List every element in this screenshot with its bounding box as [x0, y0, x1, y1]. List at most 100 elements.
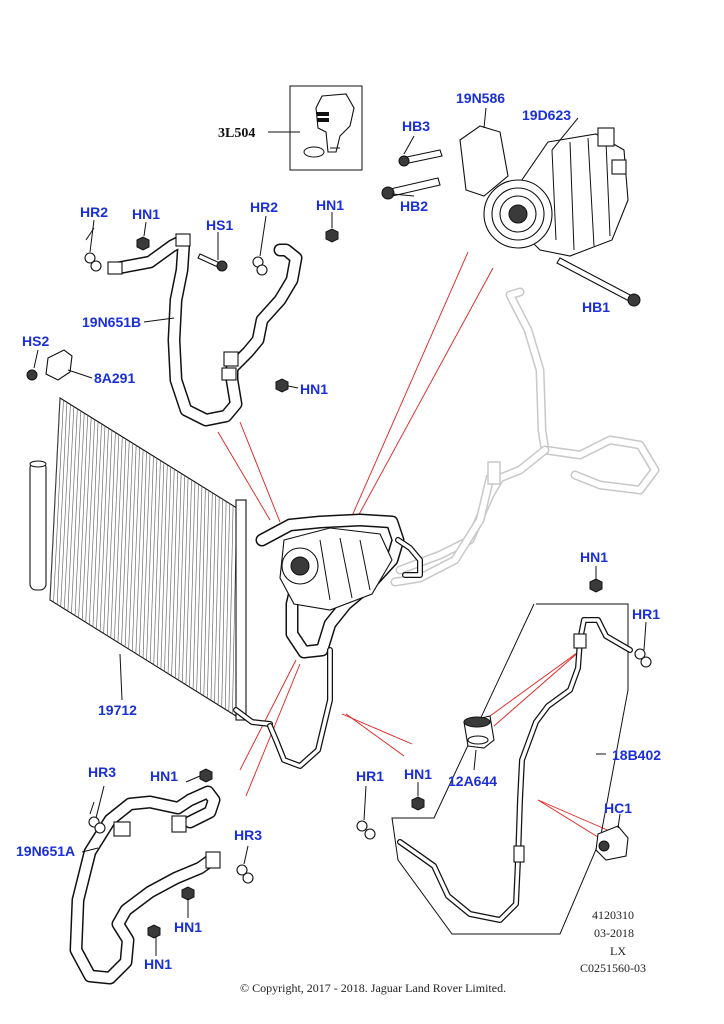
callout-HN1-bottom-a: HN1: [174, 919, 202, 935]
condenser-fin: [157, 462, 165, 667]
callout-HR3-right: HR3: [234, 827, 262, 843]
central-assembly: [255, 513, 423, 769]
connector-HC1: [595, 813, 629, 861]
condenser-fin: [71, 410, 82, 614]
illustration-metadata: 4120310 03-2018 LX C0251560-03 © Copyrig…: [240, 908, 646, 995]
condenser-fin: [167, 469, 175, 674]
callout-HR1-right: HR1: [632, 606, 660, 622]
condenser-fin: [124, 443, 133, 647]
condenser-fin: [121, 441, 130, 645]
condenser-fin: [131, 447, 140, 652]
callout-HS1: HS1: [206, 217, 233, 233]
condenser-fin: [67, 408, 78, 612]
condenser-fin: [60, 404, 71, 607]
illustration-code: 4120310: [592, 908, 634, 922]
condenser-fin: [224, 503, 230, 710]
callout-12A644: 12A644: [448, 773, 497, 789]
condenser-fin: [78, 415, 88, 618]
callout-19N651B: 19N651B: [82, 314, 141, 330]
hose-19N651B: [84, 212, 339, 427]
condenser-fin: [92, 423, 102, 627]
condenser-fin: [142, 453, 151, 659]
copyright-footer: © Copyright, 2017 - 2018. Jaguar Land Ro…: [240, 981, 506, 995]
condenser-fin: [53, 400, 64, 603]
callout-HB1: HB1: [582, 299, 610, 315]
condenser-fin: [135, 449, 144, 654]
condenser-fin: [178, 475, 185, 681]
condenser-fin: [103, 430, 113, 634]
red-leader-lines: [217, 251, 613, 843]
condenser-fin: [106, 432, 116, 636]
condenser-fin: [160, 464, 168, 670]
condenser-fin: [153, 460, 161, 665]
condenser-fin: [64, 406, 75, 609]
condenser-fin: [164, 466, 172, 672]
condenser-fin: [221, 501, 227, 708]
condenser-fin: [74, 413, 85, 616]
condenser-fin: [128, 445, 137, 650]
condenser-fin: [192, 484, 199, 690]
condenser-fins: [49, 397, 241, 717]
condenser-fin: [110, 434, 120, 638]
callout-HC1: HC1: [604, 800, 632, 816]
callout-HB3: HB3: [402, 118, 430, 134]
callout-3L504: 3L504: [218, 126, 255, 141]
condenser-fin: [81, 417, 92, 621]
callout-HN1-top-right: HN1: [316, 197, 344, 213]
condenser-fin: [117, 438, 127, 643]
condenser-19712: [29, 397, 273, 727]
condenser-fin: [203, 490, 210, 696]
condenser-fin: [56, 402, 68, 605]
callout-HR2-left: HR2: [80, 204, 108, 220]
condenser-fin: [185, 479, 192, 685]
condenser-fin: [210, 494, 217, 701]
callout-HN1-mid: HN1: [300, 381, 328, 397]
condenser-fin: [196, 486, 203, 692]
callout-HS2: HS2: [22, 333, 49, 349]
callout-HN1-lower: HN1: [404, 766, 432, 782]
callout-HR3-left: HR3: [88, 764, 116, 780]
illustration-ref: C0251560-03: [580, 961, 646, 975]
callout-HN1-top-left: HN1: [132, 206, 160, 222]
pressure-switch-12A644: [463, 715, 495, 771]
bracket-8A291: [26, 349, 93, 381]
condenser-fin: [214, 497, 220, 703]
condenser-fin: [182, 477, 189, 683]
callout-19D623: 19D623: [522, 107, 571, 123]
condenser-fin: [199, 488, 206, 694]
callout-labels: 3L504 19N586 19D623 HB3 HB2 HB1 HR2 HN1 …: [16, 90, 661, 972]
condenser-fin: [49, 397, 61, 601]
context-ghost-pipes: [390, 287, 660, 587]
condenser-fin: [207, 492, 213, 699]
condenser-fin: [146, 456, 154, 661]
callout-18B402: 18B402: [612, 747, 661, 763]
condenser-fin: [114, 436, 123, 641]
pipe-18B402: [356, 566, 652, 935]
callout-HB2: HB2: [400, 198, 428, 214]
condenser-fin: [99, 428, 109, 632]
callout-19712: 19712: [98, 702, 137, 718]
callout-19N586: 19N586: [456, 90, 505, 106]
callout-HN1-bottom-b: HN1: [144, 956, 172, 972]
callout-8A291: 8A291: [94, 370, 135, 386]
condenser-fin: [89, 421, 99, 625]
callout-19N651A: 19N651A: [16, 843, 75, 859]
compressor-19D623: [381, 107, 641, 307]
condenser-fin: [85, 419, 95, 623]
illustration-variant: LX: [610, 944, 626, 958]
callout-HN1-right: HN1: [580, 549, 608, 565]
illustration-date: 03-2018: [594, 926, 634, 940]
condenser-fin: [217, 499, 223, 705]
callout-HR2-right: HR2: [250, 199, 278, 215]
condenser-fin: [228, 505, 234, 712]
condenser-fin: [149, 458, 158, 663]
part-3L504-inset: [268, 85, 363, 171]
condenser-fin: [96, 425, 106, 630]
condenser-fin: [171, 471, 178, 676]
callout-HN1-lower-left: HN1: [150, 768, 178, 784]
condenser-fin: [174, 473, 182, 679]
hose-19N651A: [69, 768, 254, 985]
callout-HR1-lower: HR1: [356, 768, 384, 784]
